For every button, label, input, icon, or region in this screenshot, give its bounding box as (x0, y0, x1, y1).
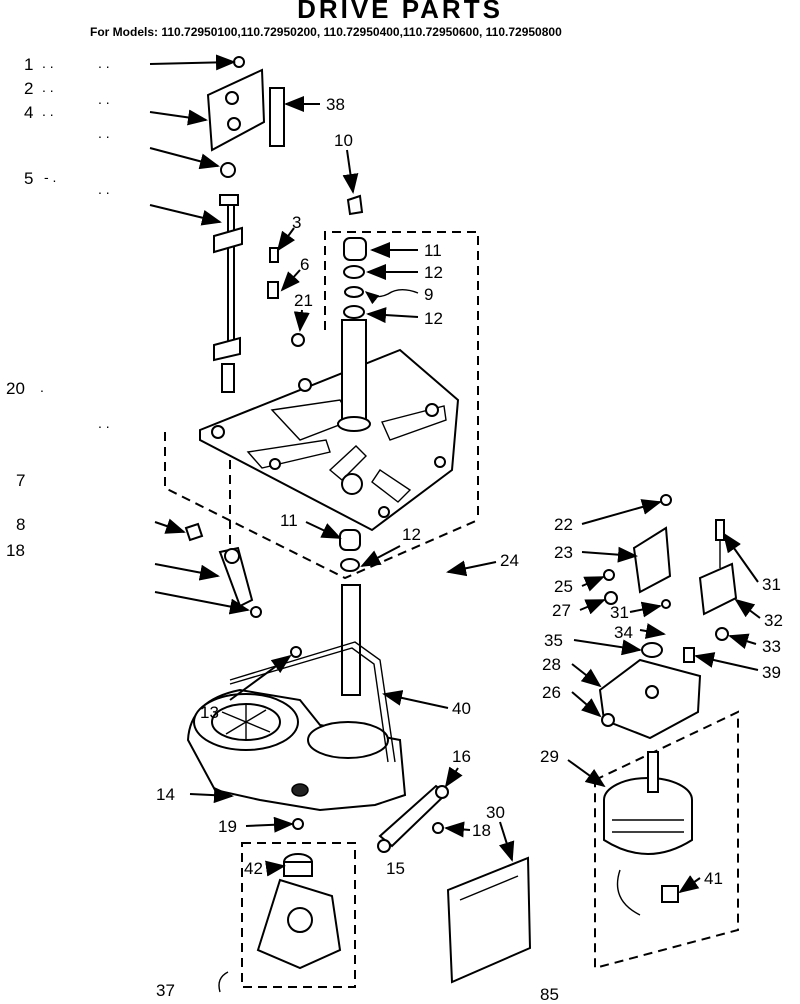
callout-37: 37 (156, 981, 175, 1000)
footer-number: 85 (540, 985, 559, 1004)
callout-22: 22 (554, 515, 573, 534)
page-title: DRIVE PARTS (297, 0, 503, 24)
dashed-group-boxes (164, 231, 739, 988)
callout-12-top: 12 (424, 263, 443, 282)
leader-lines (149, 54, 761, 894)
callout-12-mid: 12 (424, 309, 443, 328)
callout-3: 3 (292, 213, 301, 232)
dot-leaders: . . . . . . . . . . . . - . . . . . . (40, 55, 110, 431)
callout-13: 13 (200, 703, 219, 722)
callout-4: 4 (24, 103, 33, 122)
callout-1: 1 (24, 55, 33, 74)
svg-text:. .: . . (98, 91, 110, 107)
callout-34: 34 (614, 623, 633, 642)
callout-2: 2 (24, 79, 33, 98)
callout-23: 23 (554, 543, 573, 562)
callout-18-right: 18 (472, 821, 491, 840)
callout-18-left: 18 (6, 541, 25, 560)
callout-31-lower: 31 (610, 603, 629, 622)
callout-32: 32 (764, 611, 783, 630)
callout-15: 15 (386, 859, 405, 878)
callout-8: 8 (16, 515, 25, 534)
svg-text:.: . (40, 379, 44, 395)
callout-5: 5 (24, 169, 33, 188)
callout-labels: 1 2 4 5 20 7 8 18 3 6 21 10 11 12 9 12 3… (6, 55, 783, 1004)
callout-7: 7 (16, 471, 25, 490)
callout-16: 16 (452, 747, 471, 766)
callout-27: 27 (552, 601, 571, 620)
transmission (186, 584, 449, 853)
pump (218, 853, 342, 993)
callout-29: 29 (540, 747, 559, 766)
callout-6: 6 (300, 255, 309, 274)
svg-text:. .: . . (98, 415, 110, 431)
callout-25: 25 (554, 577, 573, 596)
svg-text:. .: . . (42, 103, 54, 119)
callout-31-upper: 31 (762, 575, 781, 594)
callout-12-bottom: 12 (402, 525, 421, 544)
callout-20: 20 (6, 379, 25, 398)
svg-text:. .: . . (98, 125, 110, 141)
callout-41: 41 (704, 869, 723, 888)
callout-11-top: 11 (424, 241, 442, 260)
callout-21: 21 (294, 291, 313, 310)
callout-24: 24 (500, 551, 519, 570)
callout-26: 26 (542, 683, 561, 702)
model-list: For Models: 110.72950100,110.72950200, 1… (90, 25, 562, 39)
svg-text:. .: . . (98, 181, 110, 197)
callout-28: 28 (542, 655, 561, 674)
center-stack (269, 87, 367, 572)
svg-text:. .: . . (42, 55, 54, 71)
motor-assembly (598, 494, 738, 916)
agitator-linkage (184, 56, 305, 618)
callout-35: 35 (544, 631, 563, 650)
svg-text:. .: . . (98, 55, 110, 71)
callout-40: 40 (452, 699, 471, 718)
callout-39: 39 (762, 663, 781, 682)
shield-panel (446, 856, 532, 984)
callout-10: 10 (334, 131, 353, 150)
base-plate (199, 319, 460, 532)
callout-42: 42 (244, 859, 263, 878)
svg-text:- .: - . (44, 169, 56, 185)
callout-11-bottom: 11 (280, 511, 298, 530)
callout-30: 30 (486, 803, 505, 822)
callout-33: 33 (762, 637, 781, 656)
svg-text:. .: . . (42, 79, 54, 95)
callout-19: 19 (218, 817, 237, 836)
callout-14: 14 (156, 785, 175, 804)
callout-38: 38 (326, 95, 345, 114)
callout-9: 9 (424, 285, 433, 304)
